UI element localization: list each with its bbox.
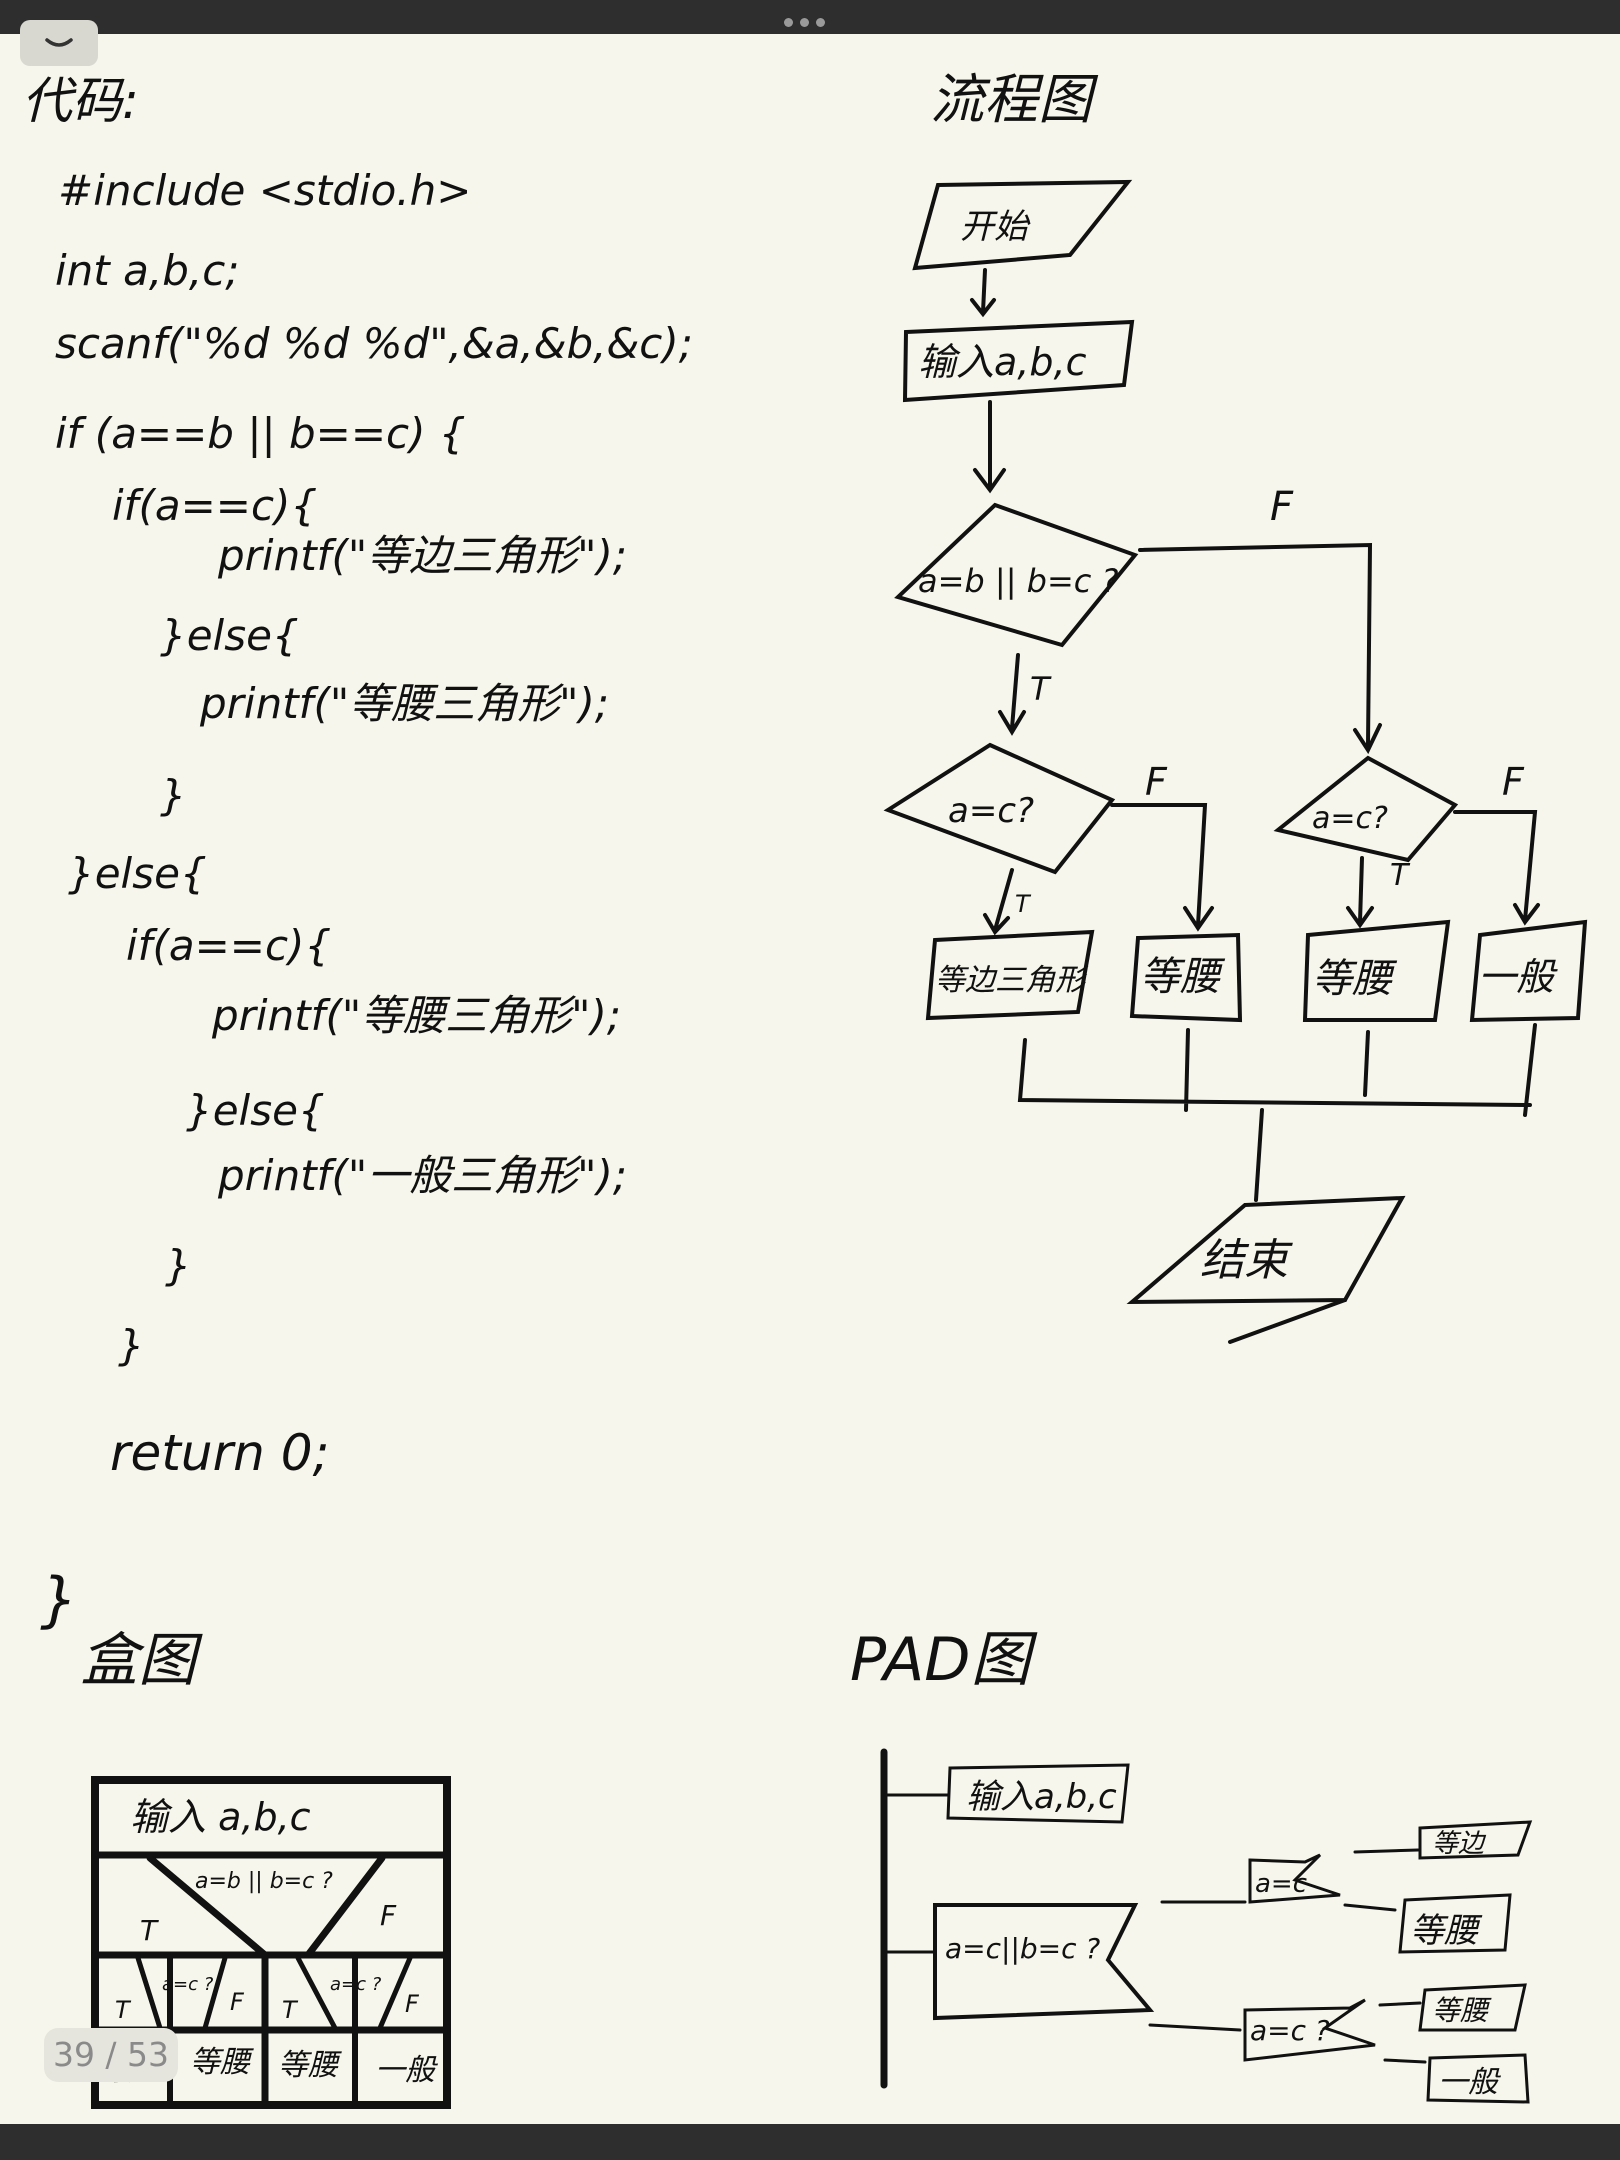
box-true-label: T — [140, 1914, 159, 1947]
code-line: }else{ — [68, 849, 207, 898]
code-line: return 0; — [110, 1424, 329, 1482]
arrow — [973, 400, 1006, 494]
code-block: #include <stdio.h> int a,b,c; scanf("%d … — [40, 166, 693, 1635]
output-label: 等腰 — [1312, 956, 1398, 1002]
pad-heading: PAD图 — [850, 1625, 1037, 1695]
code-line: scanf("%d %d %d",&a,&b,&c); — [55, 319, 693, 368]
code-line: } — [40, 1565, 78, 1635]
page-indicator: 39 / 53 — [44, 2028, 178, 2082]
box-cell: 一般 — [375, 2053, 438, 2088]
start-label: 开始 — [960, 207, 1031, 247]
true-label: T — [1030, 670, 1052, 708]
box-subcond-label: a=c ? — [162, 1974, 214, 1995]
box-heading: 盒图 — [80, 1626, 203, 1694]
arrow — [970, 268, 996, 318]
pad-leaf: 一般 — [1438, 2065, 1501, 2100]
input-label: 输入a,b,c — [918, 340, 1087, 384]
true-label: T — [1390, 858, 1411, 893]
decision-right-shape — [1273, 755, 1459, 863]
pad-leaf: 等边 — [1432, 1829, 1487, 1859]
code-heading: 代码: — [22, 72, 139, 130]
code-line: } — [160, 771, 187, 820]
false-label: F — [1270, 484, 1294, 530]
code-line: #include <stdio.h> — [58, 166, 471, 215]
top-toolbar — [0, 0, 1620, 34]
code-line: int a,b,c; — [55, 246, 239, 295]
output-box — [925, 929, 1095, 1021]
box-false-label: F — [380, 1899, 397, 1932]
pad-leaf: 等腰 — [1432, 1994, 1492, 2027]
flowchart-heading: 流程图 — [930, 68, 1099, 131]
box-cell: 等腰 — [190, 2045, 254, 2080]
output-box — [1129, 932, 1243, 1023]
collapse-button[interactable] — [20, 20, 98, 66]
box-true-label: T — [282, 1996, 299, 2024]
code-line: } — [118, 1321, 145, 1370]
pad-cond-upper: a=c — [1255, 1869, 1307, 1899]
decision-left-label: a=c? — [948, 791, 1034, 831]
box-cell: 等腰 — [278, 2048, 342, 2083]
decision-right-label: a=c? — [1312, 801, 1388, 836]
code-line: }else{ — [186, 1086, 325, 1135]
code-line: printf("等腰三角形"); — [199, 679, 609, 728]
code-line: if(a==c){ — [112, 481, 317, 530]
pad-input-label: 输入a,b,c — [966, 1777, 1117, 1817]
box-cond-label: a=b || b=c ? — [195, 1869, 333, 1894]
decision-main-label: a=b || b=c ? — [918, 562, 1119, 600]
code-line: printf("等腰三角形"); — [211, 991, 621, 1040]
code-line: if(a==c){ — [126, 921, 331, 970]
output-box — [1469, 919, 1588, 1023]
true-label: T — [1015, 890, 1032, 918]
code-line: printf("等边三角形"); — [217, 531, 627, 580]
pad-leaf: 等腰 — [1410, 1911, 1483, 1951]
box-false-label: F — [230, 1988, 245, 2016]
false-label: F — [1145, 760, 1168, 804]
box-subcond-label: a=c ? — [330, 1974, 382, 1995]
input-shape — [902, 319, 1135, 403]
box-input-label: 输入 a,b,c — [130, 1795, 311, 1839]
end-label: 结束 — [1200, 1235, 1293, 1286]
false-label: F — [1502, 760, 1525, 804]
more-options-icon[interactable] — [784, 18, 825, 27]
output-label: 等腰 — [1140, 954, 1226, 1000]
flowchart: 流程图 开始 输入a,b,c a=b || b=c ? F T a=c? F T… — [883, 68, 1588, 1344]
decision-main-shape — [894, 502, 1139, 648]
output-label: 等边三角形 — [935, 963, 1089, 998]
decision-left-shape — [883, 742, 1116, 875]
start-shape — [912, 179, 1133, 271]
chevron-down-icon — [45, 38, 73, 47]
pad-cond-label: a=c||b=c ? — [945, 1932, 1100, 1965]
code-line: }else{ — [160, 611, 299, 660]
output-box — [1302, 919, 1451, 1022]
box-false-label: F — [405, 1990, 420, 2018]
pad-cond-lower: a=c ? — [1250, 2014, 1330, 2047]
code-line: printf("一般三角形"); — [217, 1151, 627, 1200]
box-true-label: T — [115, 1996, 132, 2024]
output-label: 一般 — [1478, 955, 1558, 999]
bottom-bar — [0, 2124, 1620, 2160]
pad-diagram: PAD图 输入a,b,c a=c||b=c ? a=c 等边 等腰 a=c ? … — [850, 1625, 1533, 2104]
code-line: if (a==b || b==c) { — [55, 409, 466, 458]
code-line: } — [165, 1241, 192, 1290]
